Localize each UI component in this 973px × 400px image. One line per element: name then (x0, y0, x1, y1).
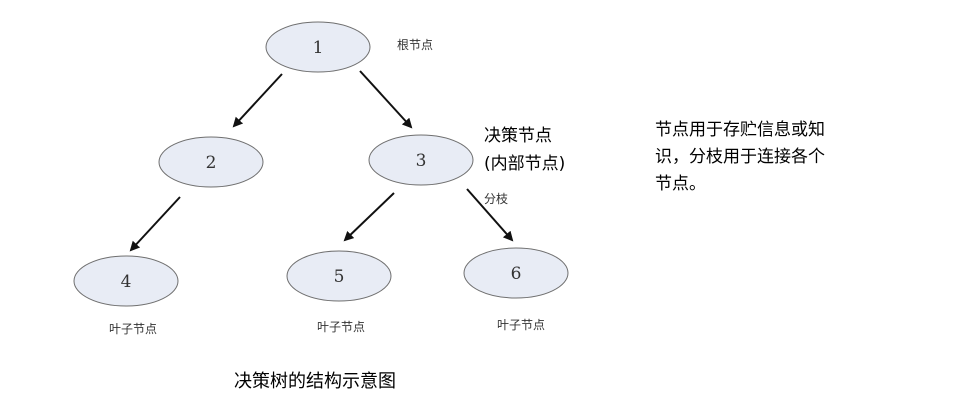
edge-3-6 (466, 188, 514, 242)
note-line-2: 识，分枝用于连接各个 (655, 147, 825, 167)
edge-1-3 (359, 70, 413, 129)
note-line-3: 节点。 (655, 174, 706, 194)
tree-node-2: 2 (158, 136, 264, 188)
tree-node-3: 3 (368, 134, 474, 186)
internal-node-annotation: (内部节点) (484, 154, 565, 174)
tree-node-4: 4 (73, 255, 179, 307)
node-5-label: 5 (334, 267, 345, 287)
tree-node-1: 1 (265, 21, 371, 73)
root-node-annotation: 根节点 (397, 38, 433, 52)
note-line-1: 节点用于存贮信息或知 (655, 120, 825, 140)
leaf-node-annotation-4: 叶子节点 (109, 322, 157, 336)
node-4-label: 4 (121, 272, 132, 292)
tree-node-6: 6 (463, 247, 569, 299)
node-3-label: 3 (416, 151, 427, 171)
node-1-label: 1 (313, 38, 324, 58)
leaf-node-annotation-5: 叶子节点 (317, 320, 365, 334)
diagram-caption: 决策树的结构示意图 (234, 371, 396, 392)
node-6-label: 6 (511, 264, 522, 284)
decision-node-annotation: 决策节点 (484, 126, 552, 146)
leaf-node-annotation-6: 叶子节点 (497, 318, 545, 332)
branch-annotation: 分枝 (484, 191, 508, 206)
edge-2-4 (129, 196, 181, 252)
edge-3-5 (343, 192, 395, 242)
tree-node-5: 5 (286, 250, 392, 302)
node-2-label: 2 (206, 153, 217, 173)
edge-1-2 (232, 73, 283, 128)
